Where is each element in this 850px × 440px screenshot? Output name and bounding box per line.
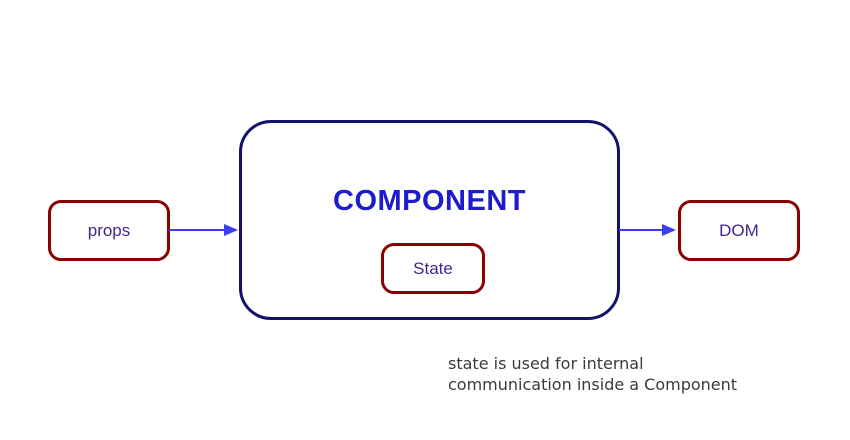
props-box-label: props (87, 220, 131, 240)
props-box: props (48, 200, 170, 261)
caption-line-1: state is used for internal (448, 354, 644, 373)
state-box: State (381, 243, 485, 294)
dom-box-label: DOM (719, 220, 759, 240)
caption-line-2: communication inside a Component (448, 375, 738, 394)
props-to-component-arrow-icon (169, 224, 238, 236)
dom-box: DOM (678, 200, 800, 261)
caption: state is used for internal communication… (448, 353, 737, 395)
component-to-dom-arrow-icon (619, 224, 676, 236)
component-title: COMPONENT (333, 185, 526, 217)
component-box: COMPONENT State (239, 120, 620, 320)
state-box-label: State (413, 258, 453, 278)
